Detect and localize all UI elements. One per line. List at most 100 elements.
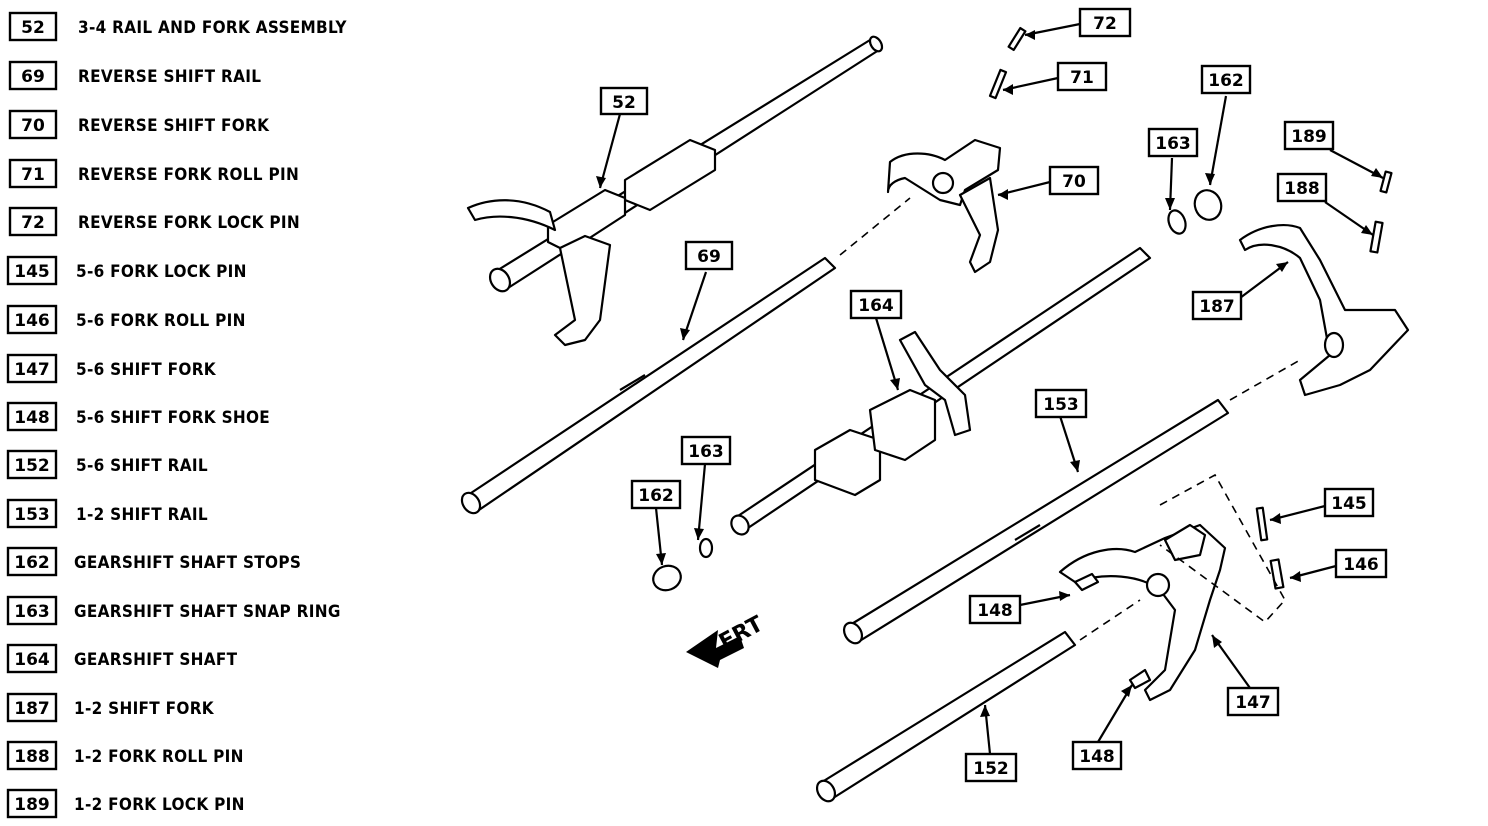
svg-text:148: 148	[977, 601, 1013, 621]
callout-146: 146	[1334, 548, 1388, 579]
callout-70: 70	[1048, 165, 1100, 196]
legend-row: 187 1-2 SHIFT FORK	[6, 692, 215, 723]
svg-text:163: 163	[688, 442, 724, 462]
legend-row: 71 REVERSE FORK ROLL PIN	[8, 158, 299, 189]
part-70-reverse-fork	[886, 138, 1002, 274]
callout-145: 145	[1323, 487, 1375, 518]
legend-row: 164 GEARSHIFT SHAFT	[6, 643, 238, 674]
part-146-roll-pin	[1269, 558, 1285, 590]
legend-number: 189	[14, 795, 50, 815]
callout-69: 69	[684, 240, 734, 271]
legend-row: 72 REVERSE FORK LOCK PIN	[8, 206, 300, 237]
legend-row: 188 1-2 FORK ROLL PIN	[6, 740, 244, 771]
part-148-shoe-upper	[1073, 572, 1100, 592]
legend-label: 1-2 SHIFT FORK	[74, 699, 215, 719]
callout-148-upper: 148	[968, 594, 1022, 625]
legend-number: 162	[14, 553, 50, 573]
legend-label: REVERSE SHIFT RAIL	[78, 67, 261, 87]
legend-number: 72	[21, 213, 45, 233]
callout-71: 71	[1056, 61, 1108, 92]
legend-number: 146	[14, 311, 50, 331]
svg-text:162: 162	[1208, 71, 1244, 91]
svg-text:145: 145	[1331, 494, 1367, 514]
legend-row: 153 1-2 SHIFT RAIL	[6, 498, 208, 529]
legend-label: REVERSE SHIFT FORK	[78, 116, 270, 136]
svg-text:152: 152	[973, 759, 1009, 779]
legend-label: 3-4 RAIL AND FORK ASSEMBLY	[78, 18, 347, 38]
legend-number: 148	[14, 408, 50, 428]
legend-number: 163	[14, 602, 50, 622]
legend-number: 153	[14, 505, 50, 525]
part-72-lock-pin	[1007, 26, 1027, 52]
legend-label: 5-6 SHIFT FORK	[76, 360, 217, 380]
part-163-snap-ring-top	[1167, 209, 1187, 235]
svg-text:147: 147	[1235, 693, 1271, 713]
part-148-shoe-lower	[1128, 668, 1152, 690]
callout-152: 152	[964, 752, 1018, 783]
callout-147: 147	[1226, 686, 1280, 717]
legend-number: 164	[14, 650, 50, 670]
svg-text:72: 72	[1093, 14, 1117, 34]
svg-text:189: 189	[1291, 127, 1327, 147]
part-71-roll-pin	[988, 68, 1008, 100]
legend-row: 146 5-6 FORK ROLL PIN	[6, 304, 246, 335]
svg-text:162: 162	[638, 486, 674, 506]
callout-148-lower: 148	[1071, 740, 1123, 771]
callout-162-top: 162	[1200, 64, 1252, 95]
callout-163-top: 163	[1147, 127, 1199, 158]
svg-text:164: 164	[858, 296, 894, 316]
legend-row: 152 5-6 SHIFT RAIL	[6, 449, 208, 480]
part-188-roll-pin	[1369, 220, 1384, 254]
alignment-dashed-lines	[839, 197, 1301, 641]
legend-number: 71	[21, 165, 45, 185]
svg-text:163: 163	[1155, 134, 1191, 154]
svg-text:187: 187	[1199, 297, 1235, 317]
callout-189: 189	[1283, 120, 1335, 151]
parts-legend: 52 3-4 RAIL AND FORK ASSEMBLY 69 REVERSE…	[6, 11, 347, 819]
legend-label: GEARSHIFT SHAFT	[74, 650, 238, 670]
svg-text:148: 148	[1079, 747, 1115, 767]
front-arrow-icon	[686, 630, 744, 668]
callout-164: 164	[849, 289, 903, 320]
legend-label: GEARSHIFT SHAFT SNAP RING	[74, 602, 341, 622]
part-187-shift-fork	[1238, 224, 1410, 397]
legend-row: 162 GEARSHIFT SHAFT STOPS	[6, 546, 301, 577]
legend-row: 69 REVERSE SHIFT RAIL	[8, 60, 261, 91]
callout-163-bottom: 163	[680, 435, 732, 466]
legend-number: 69	[21, 67, 45, 87]
part-153-shift-rail	[842, 398, 1230, 645]
leader-lines	[596, 22, 1384, 755]
part-152-shift-rail	[815, 630, 1077, 803]
legend-row: 189 1-2 FORK LOCK PIN	[6, 788, 245, 819]
legend-row: 145 5-6 FORK LOCK PIN	[6, 255, 246, 286]
legend-number: 147	[14, 360, 50, 380]
legend-label: REVERSE FORK LOCK PIN	[78, 213, 300, 233]
legend-row: 147 5-6 SHIFT FORK	[6, 353, 217, 384]
legend-label: 1-2 FORK ROLL PIN	[74, 747, 244, 767]
callout-153: 153	[1034, 388, 1088, 419]
part-147-shift-fork	[1058, 523, 1227, 702]
svg-text:52: 52	[612, 93, 636, 113]
legend-number: 145	[14, 262, 50, 282]
part-162-shaft-stop-bottom	[652, 564, 682, 592]
legend-label: 5-6 SHIFT FORK SHOE	[76, 408, 270, 428]
part-162-shaft-stop-top	[1193, 189, 1223, 221]
svg-text:71: 71	[1070, 68, 1094, 88]
legend-label: 1-2 FORK LOCK PIN	[74, 795, 245, 815]
svg-text:188: 188	[1284, 179, 1320, 199]
callouts: 52 72 71 70 69 162 163 189 188 187 164 1…	[599, 7, 1388, 783]
legend-number: 187	[14, 699, 50, 719]
legend-label: 1-2 SHIFT RAIL	[76, 505, 208, 525]
part-163-snap-ring-bottom	[698, 537, 714, 559]
svg-text:153: 153	[1043, 395, 1079, 415]
legend-label: 5-6 SHIFT RAIL	[76, 456, 208, 476]
callout-162-bottom: 162	[630, 479, 682, 510]
part-189-lock-pin	[1379, 170, 1393, 194]
svg-text:69: 69	[697, 247, 721, 267]
legend-label: 5-6 FORK ROLL PIN	[76, 311, 246, 331]
legend-row: 163 GEARSHIFT SHAFT SNAP RING	[6, 595, 341, 626]
part-52-rail-fork-assembly	[466, 35, 884, 347]
legend-number: 152	[14, 456, 50, 476]
legend-label: GEARSHIFT SHAFT STOPS	[74, 553, 301, 573]
